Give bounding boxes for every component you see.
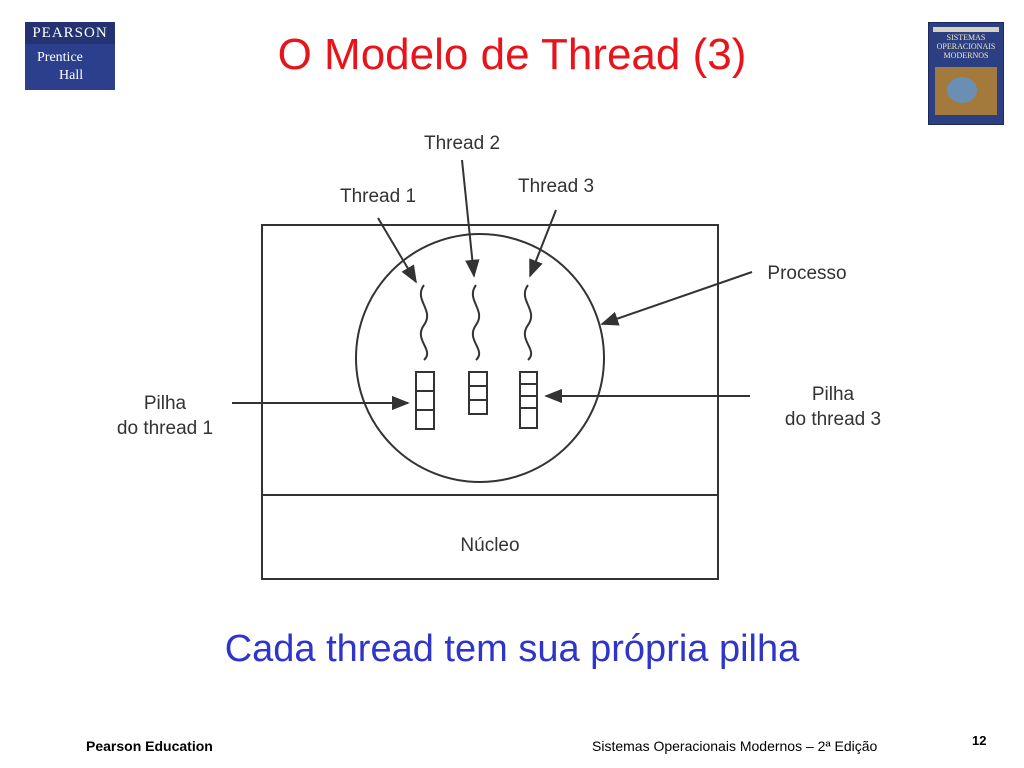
book-author-band (933, 27, 999, 32)
stack-thread1 (415, 371, 435, 430)
nucleo-label: Núcleo (460, 535, 520, 556)
thread1-squiggle (419, 284, 429, 361)
slide-caption: Cada thread tem sua própria pilha (224, 628, 800, 670)
thread3-squiggle (523, 284, 533, 361)
pilha-thread1-label: Pilha do thread 1 (116, 393, 214, 439)
footer-publisher: Pearson Education (86, 738, 213, 754)
logo-prentice-text: Prentice (37, 50, 83, 65)
stack-thread3 (519, 371, 538, 429)
logo-pearson-text: PEARSON (25, 22, 115, 44)
thread2-squiggle (471, 284, 481, 361)
slide-title: O Modelo de Thread (3) (277, 30, 747, 79)
thread2-arrow (461, 159, 480, 278)
pearson-prentice-hall-logo: PEARSON Prentice Hall (25, 22, 115, 90)
book-cover-image: SISTEMAS OPERACIONAIS MODERNOS (928, 22, 1004, 125)
pilha-thread3-label: Pilha do thread 3 (784, 384, 882, 430)
page-number: 12 (972, 733, 987, 748)
processo-arrow (600, 271, 753, 326)
thread1-arrow (377, 217, 417, 284)
thread1-label: Thread 1 (339, 186, 417, 207)
book-cover-art-globe (947, 77, 977, 103)
process-circle (355, 233, 605, 483)
thread2-label: Thread 2 (423, 133, 501, 154)
kernel-box (261, 494, 719, 580)
book-cover-title: SISTEMAS OPERACIONAIS MODERNOS (936, 33, 996, 60)
stack-thread2 (468, 371, 488, 415)
footer-book-title: Sistemas Operacionais Modernos – 2ª Ediç… (592, 738, 878, 754)
logo-hall-text: Hall (59, 68, 84, 83)
processo-label: Processo (767, 263, 847, 284)
thread3-label: Thread 3 (517, 176, 595, 197)
thread3-arrow (529, 209, 557, 278)
